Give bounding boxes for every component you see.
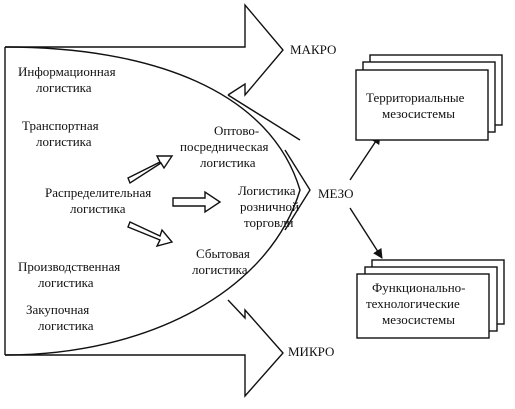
label-micro: МИКРО [288,344,334,359]
left-item-informational-line2: логистика [36,80,92,95]
arrow-to-sales [127,221,174,248]
inner-item-wholesale-line3: логистика [200,155,256,170]
inner-item-sales-line1: Сбытовая [196,246,250,261]
left-item-transport-line1: Транспортная [22,118,99,133]
macro-arrow-lower-edge [227,94,301,141]
left-item-informational-line1: Информационная [18,64,116,79]
micro-arrow [5,299,284,398]
box-territorial-line1: Территориальные [366,90,465,105]
left-item-procurement-line1: Закупочная [26,302,89,317]
box-functional-line1: Функционально- [372,280,466,295]
label-meso: МЕЗО [318,186,354,201]
left-item-procurement-line2: логистика [38,318,94,333]
funnel-curve [4,46,301,356]
territorial-mesosystems-box [355,54,503,141]
box-functional-line3: мезосистемы [382,312,455,327]
arrow-to-wholesale [127,155,174,185]
left-item-production-line2: логистика [38,275,94,290]
inner-item-wholesale-line1: Оптово- [214,123,259,138]
meso-arrow-tip [284,149,311,231]
left-item-production-line1: Производственная [18,259,120,274]
macro-arrow [5,3,284,97]
left-item-distribution-line2: логистика [70,201,126,216]
box-functional-line2: технологические [366,296,460,311]
label-macro: МАКРО [290,42,336,57]
box-territorial-line2: мезосистемы [382,106,455,121]
arrow-meso-to-functional [349,207,383,259]
left-item-transport-line2: логистика [36,134,92,149]
inner-item-retail-line3: торговли [244,215,293,230]
arrow-to-retail [172,190,222,214]
inner-item-sales-line2: логистика [192,262,248,277]
inner-item-retail-line1: Логистика [238,183,296,198]
functional-mesosystems-box [356,259,505,339]
arrow-meso-to-territorial [349,134,381,181]
inner-item-retail-line2: розничной [240,199,299,214]
left-item-distribution-line1: Распределительная [45,185,151,200]
inner-item-wholesale-line2: посредническая [180,139,268,154]
